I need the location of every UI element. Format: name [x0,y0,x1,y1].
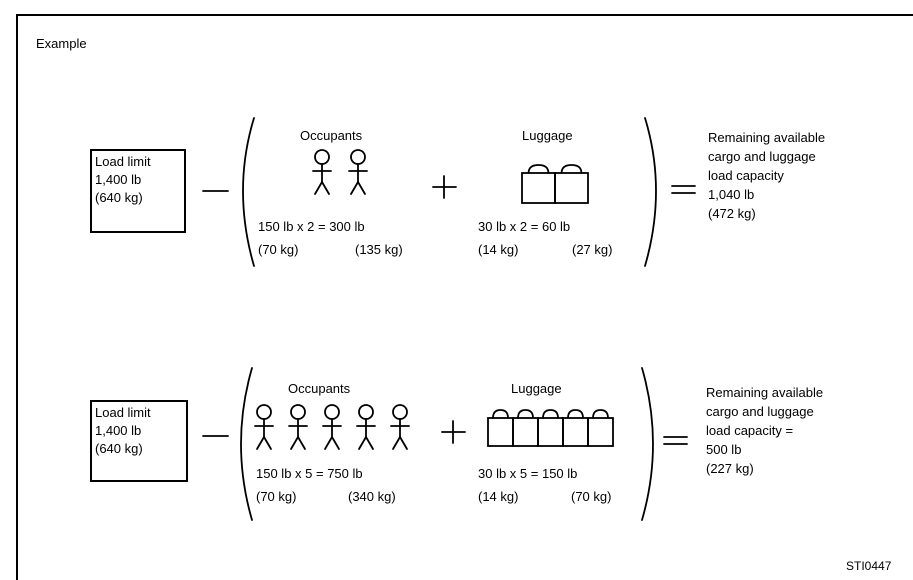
remaining-line-3: load capacity = [706,423,794,438]
person-stick-figure-icon [288,404,308,450]
occupants-kg-each-1: (70 kg) [258,242,299,257]
occupants-kg-total-2: (340 kg) [348,489,396,504]
luggage-bag-icon [521,164,556,204]
load-limit-kg-2: (640 kg) [95,441,143,456]
luggage-bag-icon [562,409,589,447]
luggage-bag-icon [587,409,614,447]
remaining-capacity-2: Remaining available cargo and luggage lo… [706,383,823,478]
load-limit-box-1: Load limit 1,400 lb (640 kg) [90,149,186,233]
occupants-calc-1: 150 lb x 2 = 300 lb [258,219,365,234]
remaining-line-3: load capacity [708,168,784,183]
luggage-bag-icon [487,409,514,447]
load-limit-kg-1: (640 kg) [95,190,143,205]
load-limit-lb-1: 1,400 lb [95,172,142,187]
remaining-line-1: Remaining available [708,130,826,145]
frame-border [16,14,913,580]
luggage-calc-2: 30 lb x 5 = 150 lb [478,466,578,481]
occupants-title-2: Occupants [288,381,351,396]
luggage-kg-each-1: (14 kg) [478,242,519,257]
load-limit-title-2: Load limit [95,405,151,420]
luggage-calc-1: 30 lb x 2 = 60 lb [478,219,571,234]
remaining-line-4: 500 lb [706,442,742,457]
luggage-title-1: Luggage [522,128,573,143]
load-limit-title-1: Load limit [95,154,151,169]
luggage-bag-icon [554,164,589,204]
occupants-title-1: Occupants [300,128,363,143]
remaining-line-2: cargo and luggage [708,149,816,164]
load-limit-lb-2: 1,400 lb [95,423,142,438]
person-stick-figure-icon [348,149,368,195]
figure-code: STI0447 [846,559,892,573]
left-paren-icon [240,367,253,521]
occupants-calc-2: 150 lb x 5 = 750 lb [256,466,363,481]
occupants-kg-total-1: (135 kg) [355,242,403,257]
luggage-kg-each-2: (14 kg) [478,489,519,504]
remaining-line-5: (227 kg) [706,461,754,476]
person-stick-figure-icon [390,404,410,450]
luggage-kg-total-2: (70 kg) [571,489,612,504]
example-label: Example [36,36,87,51]
right-paren-icon [644,117,657,267]
remaining-line-2: cargo and luggage [706,404,814,419]
person-stick-figure-icon [356,404,376,450]
person-stick-figure-icon [322,404,342,450]
luggage-kg-total-1: (27 kg) [572,242,613,257]
left-paren-icon [242,117,255,267]
remaining-line-4: 1,040 lb [708,187,755,202]
luggage-bag-icon [537,409,564,447]
luggage-bag-icon [512,409,539,447]
occupants-kg-each-2: (70 kg) [256,489,297,504]
person-stick-figure-icon [312,149,332,195]
remaining-line-5: (472 kg) [708,206,756,221]
remaining-line-1: Remaining available [706,385,824,400]
remaining-capacity-1: Remaining available cargo and luggage lo… [708,128,825,223]
right-paren-icon [641,367,654,521]
person-stick-figure-icon [254,404,274,450]
load-limit-box-2: Load limit 1,400 lb (640 kg) [90,400,188,482]
luggage-title-2: Luggage [511,381,562,396]
